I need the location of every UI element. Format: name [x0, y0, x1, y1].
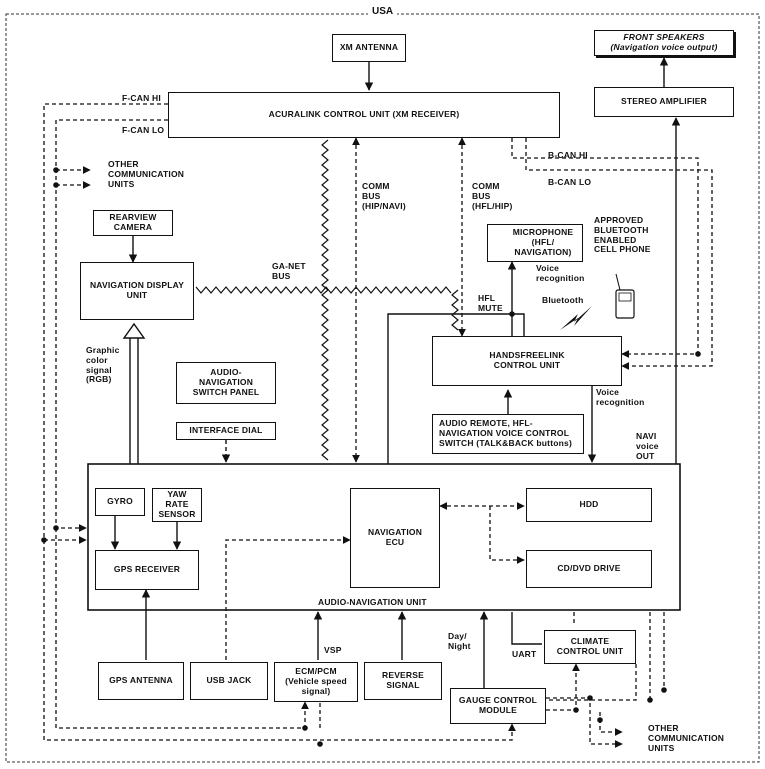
vsp-label: VSP — [324, 645, 342, 655]
cell-phone-icon — [615, 289, 635, 319]
ganet-bus-label: GA-NET BUS — [272, 261, 306, 281]
xm-antenna-box: XM ANTENNA — [332, 34, 406, 62]
comm-bus-hfl-label: COMM BUS (HFL/HIP) — [472, 181, 513, 211]
approved-bluetooth-phone-label: APPROVED BLUETOOTH ENABLED CELL PHONE — [594, 215, 651, 255]
audio-navigation-switch-panel-box: AUDIO- NAVIGATION SWITCH PANEL — [176, 362, 276, 404]
audio-navigation-unit-label: AUDIO-NAVIGATION UNIT — [318, 597, 427, 607]
reverse-signal-box: REVERSE SIGNAL — [364, 662, 442, 700]
gps-antenna-box: GPS ANTENNA — [98, 662, 184, 700]
graphic-color-signal-label: Graphic color signal (RGB) — [86, 345, 120, 385]
microphone-box: MICROPHONE (HFL/ NAVIGATION) — [487, 224, 583, 262]
ganet-bus-to-hfl — [451, 289, 459, 331]
navigation-ecu-box: NAVIGATION ECU — [350, 488, 440, 588]
navi-voice-out-label: NAVI voice OUT — [636, 431, 659, 461]
cd-dvd-drive-box: CD/DVD DRIVE — [526, 550, 652, 588]
acuralink-control-unit-box: ACURALINK CONTROL UNIT (XM RECEIVER) — [168, 92, 560, 138]
fcan-hi-label: F-CAN HI — [122, 93, 161, 103]
interface-dial-box: INTERFACE DIAL — [176, 422, 276, 440]
day-night-label: Day/ Night — [448, 631, 471, 651]
climate-control-unit-box: CLIMATE CONTROL UNIT — [544, 630, 636, 664]
audio-remote-box: AUDIO REMOTE, HFL- NAVIGATION VOICE CONT… — [432, 414, 584, 454]
front-speakers-box: FRONT SPEAKERS (Navigation voice output) — [594, 30, 734, 56]
rearview-camera-box: REARVIEW CAMERA — [93, 210, 173, 236]
yaw-rate-sensor-box: YAW RATE SENSOR — [152, 488, 202, 522]
usb-jack-box: USB JACK — [190, 662, 268, 700]
navigation-display-unit-box: NAVIGATION DISPLAY UNIT — [80, 262, 194, 320]
handsfreelink-control-unit-box: HANDSFREELINK CONTROL UNIT — [432, 336, 622, 386]
gauge-control-module-box: GAUGE CONTROL MODULE — [450, 688, 546, 724]
hdd-box: HDD — [526, 488, 652, 522]
bcan-lo-label: B-CAN LO — [548, 177, 592, 187]
bluetooth-signal-icon — [560, 306, 592, 330]
bluetooth-label: Bluetooth — [542, 295, 584, 305]
comm-bus-navi-label: COMM BUS (HIP/NAVI) — [362, 181, 406, 211]
other-communication-units-bottom: OTHER COMMUNICATION UNITS — [648, 723, 725, 753]
ganet-bus-vertical — [321, 139, 329, 461]
stereo-amplifier-box: STEREO AMPLIFIER — [594, 87, 734, 117]
uart-label: UART — [512, 649, 537, 659]
bcan-hi-label: B-CAN HI — [548, 150, 588, 160]
fcan-lo-label: F-CAN LO — [122, 125, 165, 135]
ecm-pcm-box: ECM/PCM (Vehicle speed signal) — [274, 662, 358, 702]
voice-recognition-label-1: Voice recognition — [536, 263, 585, 283]
audio-navigation-unit-box — [87, 463, 681, 611]
diagram-title: USA — [368, 6, 398, 17]
other-communication-units-top: OTHER COMMUNICATION UNITS — [108, 159, 185, 189]
hfl-mute-label: HFL MUTE — [478, 293, 503, 313]
gyro-box: GYRO — [95, 488, 145, 516]
gps-receiver-box: GPS RECEIVER — [95, 550, 199, 590]
ganet-bus-horizontal — [195, 286, 452, 294]
voice-recognition-label-2: Voice recognition — [596, 387, 645, 407]
